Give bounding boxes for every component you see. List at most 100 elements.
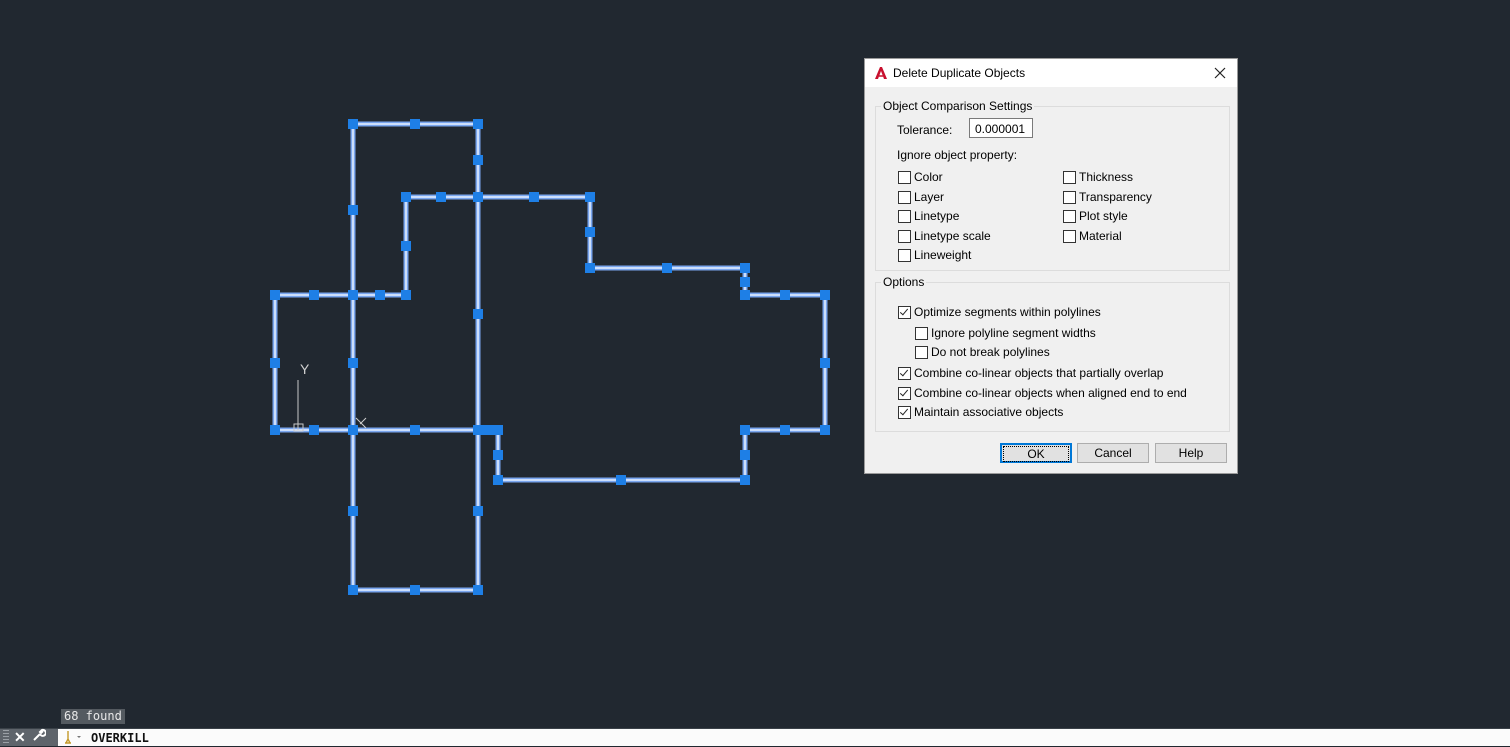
checkbox-box[interactable] [898, 305, 911, 319]
grip-handle[interactable] [309, 290, 319, 300]
grip-handle[interactable] [740, 277, 750, 287]
dialog-titlebar[interactable]: Delete Duplicate Objects [865, 59, 1237, 87]
grip-handle[interactable] [348, 425, 358, 435]
grip-handle[interactable] [780, 425, 790, 435]
checkbox-layer[interactable]: Layer [898, 190, 944, 204]
grip-handle[interactable] [493, 425, 503, 435]
grip-handle[interactable] [473, 309, 483, 319]
close-icon[interactable]: ✕ [14, 729, 26, 745]
grip-handle[interactable] [780, 290, 790, 300]
autocad-logo-icon [874, 66, 888, 83]
grip-points[interactable] [270, 119, 830, 595]
grip-handle[interactable] [740, 290, 750, 300]
options-group: Options [875, 275, 1230, 432]
grip-handle[interactable] [493, 475, 503, 485]
checkbox-combine-partial-overlap[interactable]: Combine co-linear objects that partially… [898, 366, 1163, 380]
grip-handle[interactable] [270, 358, 280, 368]
grip-handle[interactable] [348, 506, 358, 516]
grip-handle[interactable] [616, 475, 626, 485]
grip-handle[interactable] [410, 119, 420, 129]
checkbox-box[interactable] [898, 229, 911, 243]
grip-handle[interactable] [529, 192, 539, 202]
checkbox-box[interactable] [898, 209, 911, 223]
checkbox-thickness[interactable]: Thickness [1063, 170, 1133, 184]
checkbox-do-not-break-polylines[interactable]: Do not break polylines [915, 345, 1050, 359]
command-prompt-icon[interactable] [64, 730, 86, 744]
checkbox-box[interactable] [1063, 209, 1076, 223]
grip-handle[interactable] [401, 192, 411, 202]
command-line[interactable]: ✕ OVERKILL [0, 728, 1510, 746]
delete-duplicate-objects-dialog: Delete Duplicate Objects Object Comparis… [864, 58, 1238, 474]
group-label: Object Comparison Settings [883, 99, 1033, 113]
grip-handle[interactable] [473, 155, 483, 165]
grip-handle[interactable] [483, 425, 493, 435]
object-comparison-group: Object Comparison Settings [875, 99, 1230, 271]
grip-handle[interactable] [740, 425, 750, 435]
grip-handle[interactable] [473, 425, 483, 435]
grip-handle[interactable] [493, 450, 503, 460]
tolerance-input[interactable]: 0.000001 [969, 118, 1033, 138]
grip-handle[interactable] [270, 290, 280, 300]
checkbox-box[interactable] [898, 170, 911, 184]
checkbox-lineweight[interactable]: Lineweight [898, 248, 971, 262]
checkbox-ignore-segment-widths[interactable]: Ignore polyline segment widths [915, 326, 1096, 340]
drawing-canvas[interactable]: Y [0, 0, 1510, 728]
grip-handle[interactable] [473, 192, 483, 202]
grip-handle[interactable] [662, 263, 672, 273]
ok-button[interactable]: OK [1000, 443, 1072, 463]
selected-polylines[interactable] [272, 121, 828, 593]
checkbox-box[interactable] [1063, 170, 1076, 184]
checkbox-combine-end-to-end[interactable]: Combine co-linear objects when aligned e… [898, 386, 1187, 400]
grip-handle[interactable] [309, 425, 319, 435]
grip-handle[interactable] [740, 475, 750, 485]
grip-handle[interactable] [585, 227, 595, 237]
checkbox-plot-style[interactable]: Plot style [1063, 209, 1128, 223]
grip-handle[interactable] [820, 358, 830, 368]
close-icon[interactable] [1211, 64, 1229, 82]
grip-handle[interactable] [401, 290, 411, 300]
checkbox-box[interactable] [898, 366, 911, 380]
checkbox-box[interactable] [898, 386, 911, 400]
grip-handle[interactable] [401, 241, 411, 251]
grip-handle[interactable] [270, 425, 280, 435]
grip-handle[interactable] [740, 450, 750, 460]
checkbox-box[interactable] [915, 326, 928, 340]
checkbox-linetype-scale[interactable]: Linetype scale [898, 229, 991, 243]
cancel-button[interactable]: Cancel [1077, 443, 1149, 463]
grip-handle[interactable] [740, 263, 750, 273]
grip-handle[interactable] [348, 585, 358, 595]
checkbox-box[interactable] [1063, 229, 1076, 243]
checkbox-box[interactable] [898, 405, 911, 419]
grip-handle[interactable] [585, 192, 595, 202]
grip-handle[interactable] [820, 290, 830, 300]
grip-handle[interactable] [410, 425, 420, 435]
checkbox-box[interactable] [898, 190, 911, 204]
checkbox-box[interactable] [898, 248, 911, 262]
checkbox-box[interactable] [1063, 190, 1076, 204]
grip-handle[interactable] [348, 119, 358, 129]
ignore-property-label: Ignore object property: [897, 148, 1018, 162]
checkbox-color[interactable]: Color [898, 170, 943, 184]
grip-handle[interactable] [436, 192, 446, 202]
grip-handle[interactable] [473, 506, 483, 516]
checkbox-maintain-associative[interactable]: Maintain associative objects [898, 405, 1063, 419]
drag-handle[interactable] [3, 730, 9, 745]
grip-handle[interactable] [473, 585, 483, 595]
grip-handle[interactable] [410, 585, 420, 595]
wrench-icon[interactable] [32, 728, 47, 747]
command-text[interactable]: OVERKILL [91, 731, 149, 745]
checkbox-box[interactable] [915, 345, 928, 359]
checkbox-material[interactable]: Material [1063, 229, 1122, 243]
grip-handle[interactable] [585, 263, 595, 273]
svg-text:Y: Y [300, 361, 310, 377]
checkbox-linetype[interactable]: Linetype [898, 209, 959, 223]
grip-handle[interactable] [348, 205, 358, 215]
grip-handle[interactable] [375, 290, 385, 300]
grip-handle[interactable] [348, 358, 358, 368]
grip-handle[interactable] [348, 290, 358, 300]
grip-handle[interactable] [473, 119, 483, 129]
checkbox-optimize-segments[interactable]: Optimize segments within polylines [898, 305, 1101, 319]
help-button[interactable]: Help [1155, 443, 1227, 463]
grip-handle[interactable] [820, 425, 830, 435]
checkbox-transparency[interactable]: Transparency [1063, 190, 1152, 204]
